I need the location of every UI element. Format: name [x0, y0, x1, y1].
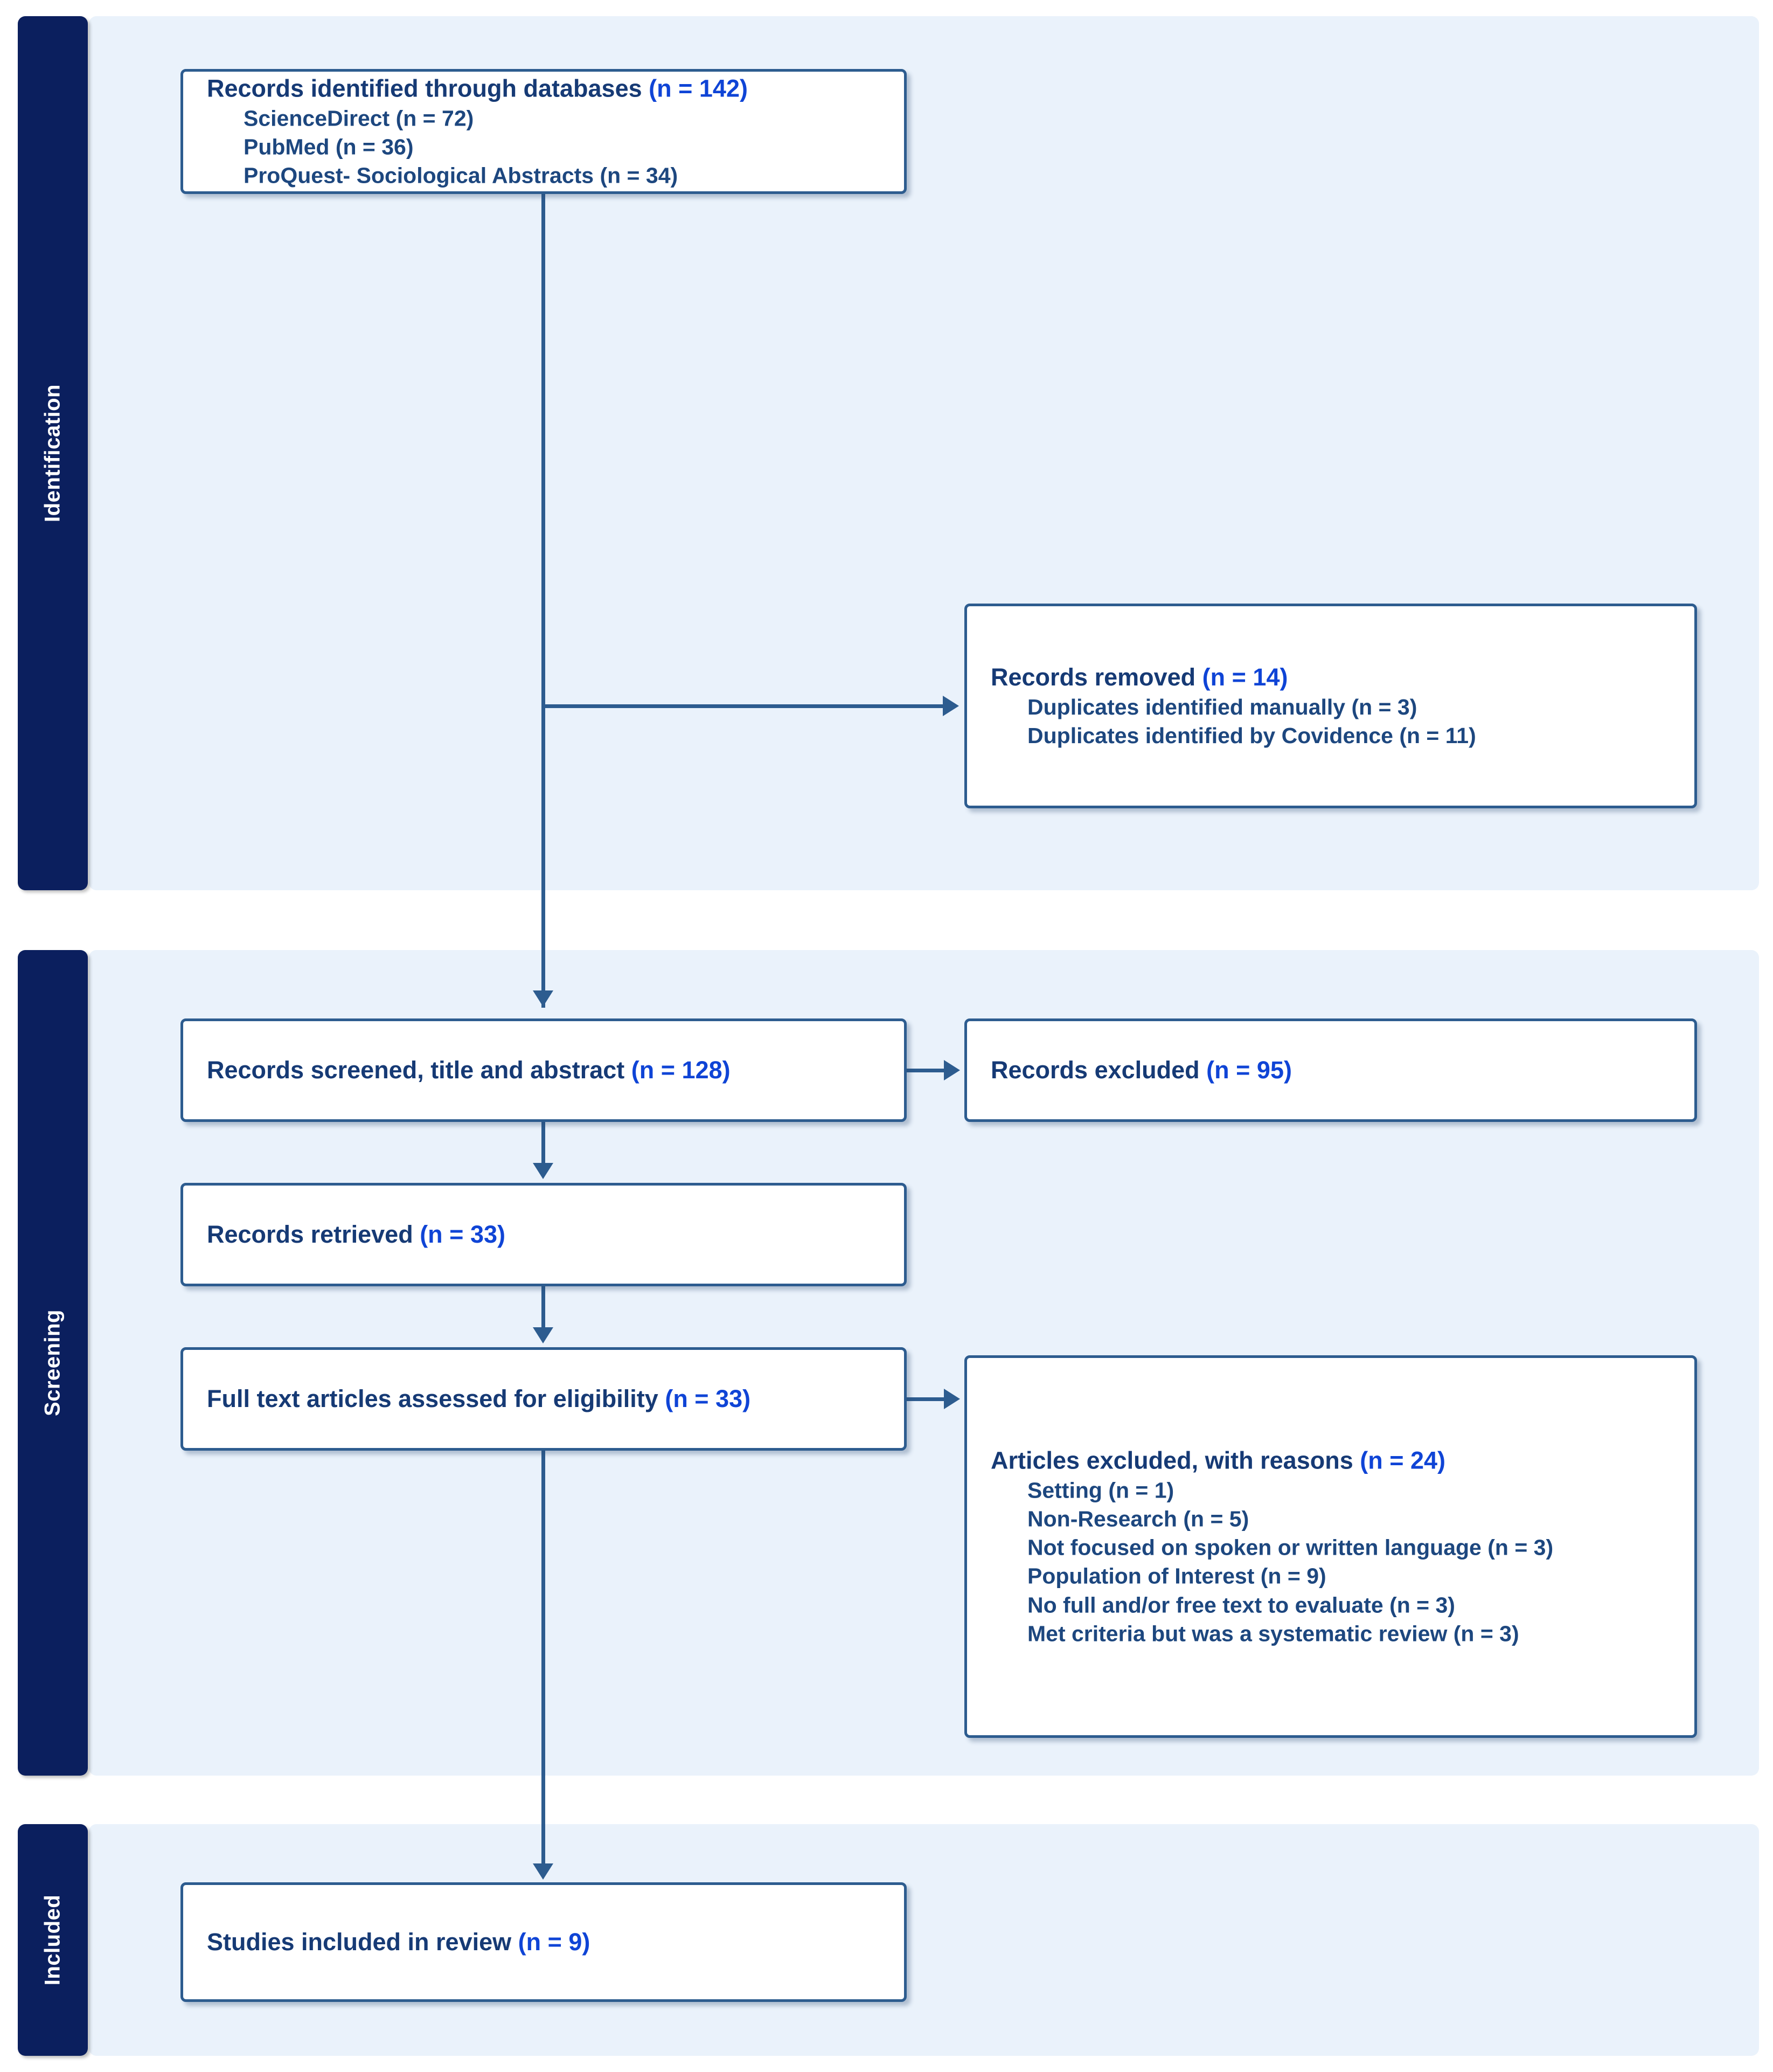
node-articles-excluded-subline: Non-Research (n = 5): [1027, 1506, 1249, 1532]
node-studies-included-content: Studies included in review (n = 9): [207, 1927, 891, 1958]
node-records-screened-heading: Records screened, title and abstract (n …: [207, 1056, 731, 1084]
node-records-identified-heading: Records identified through databases (n …: [207, 74, 748, 102]
stage-tab-screening: Screening: [18, 950, 88, 1776]
node-articles-excluded-subline: Met criteria but was a systematic review…: [1027, 1621, 1519, 1646]
node-records-removed-count: (n = 14): [1202, 663, 1288, 691]
node-records-removed-heading: Records removed (n = 14): [991, 663, 1288, 691]
node-full-text-assessed-content: Full text articles assessed for eligibil…: [207, 1383, 891, 1415]
node-records-identified-subline: ScienceDirect (n = 72): [244, 105, 474, 130]
stage-tab-label-screening: Screening: [40, 1309, 65, 1416]
node-articles-excluded-subline: Not focused on spoken or written languag…: [1027, 1535, 1554, 1560]
node-records-removed-subline: Duplicates identified manually (n = 3): [1027, 694, 1417, 719]
node-records-retrieved: Records retrieved (n = 33): [180, 1183, 907, 1286]
arrow-retrieved-to-fulltext: [533, 1327, 553, 1343]
stage-tab-identification: Identification: [18, 16, 88, 890]
node-studies-included-heading: Studies included in review (n = 9): [207, 1928, 590, 1956]
node-records-excluded-content: Records excluded (n = 95): [991, 1055, 1681, 1086]
connector-identified-to-removed: [541, 704, 943, 708]
node-records-excluded-heading: Records excluded (n = 95): [991, 1056, 1292, 1084]
node-records-removed-subline: Duplicates identified by Covidence (n = …: [1027, 723, 1476, 748]
node-studies-included-count: (n = 9): [518, 1928, 590, 1956]
connector-fulltext-to-articles-excluded: [907, 1397, 944, 1401]
arrow-screened-to-excluded: [944, 1060, 960, 1080]
node-articles-excluded-subline: Population of Interest (n = 9): [1027, 1563, 1326, 1589]
node-records-excluded: Records excluded (n = 95): [964, 1018, 1697, 1122]
arrow-fulltext-to-articles-excluded: [944, 1389, 960, 1409]
arrow-identified-to-screened: [533, 990, 553, 1007]
node-records-retrieved-heading: Records retrieved (n = 33): [207, 1221, 505, 1249]
node-articles-excluded-count: (n = 24): [1360, 1446, 1446, 1474]
arrow-identified-to-removed: [943, 696, 959, 716]
node-articles-excluded-heading: Articles excluded, with reasons (n = 24): [991, 1446, 1446, 1474]
arrow-screened-to-retrieved: [533, 1163, 553, 1179]
node-records-screened: Records screened, title and abstract (n …: [180, 1018, 907, 1122]
node-articles-excluded-content: Articles excluded, with reasons (n = 24)…: [991, 1445, 1681, 1648]
connector-identified-to-screened: [541, 194, 545, 1008]
node-records-screened-count: (n = 128): [631, 1056, 731, 1084]
node-records-identified-subline: PubMed (n = 36): [244, 134, 414, 160]
connector-retrieved-to-fulltext: [541, 1286, 545, 1328]
node-full-text-assessed: Full text articles assessed for eligibil…: [180, 1347, 907, 1451]
node-records-screened-content: Records screened, title and abstract (n …: [207, 1055, 891, 1086]
node-articles-excluded-subline: Setting (n = 1): [1027, 1477, 1174, 1502]
node-records-retrieved-count: (n = 33): [420, 1221, 505, 1249]
node-full-text-assessed-count: (n = 33): [665, 1385, 751, 1413]
connector-fulltext-to-included: [541, 1451, 545, 1876]
stage-tab-label-identification: Identification: [40, 384, 65, 522]
arrow-fulltext-to-included: [533, 1863, 553, 1880]
node-records-removed-content: Records removed (n = 14) Duplicates iden…: [991, 662, 1681, 750]
node-records-removed: Records removed (n = 14) Duplicates iden…: [964, 604, 1697, 808]
node-records-identified-subline: ProQuest- Sociological Abstracts (n = 34…: [244, 163, 678, 188]
stage-tab-included: Included: [18, 1824, 88, 2056]
node-records-identified-content: Records identified through databases (n …: [207, 73, 891, 190]
connector-screened-to-retrieved: [541, 1122, 545, 1164]
node-studies-included: Studies included in review (n = 9): [180, 1882, 907, 2002]
node-records-excluded-count: (n = 95): [1206, 1056, 1292, 1084]
node-records-identified-count: (n = 142): [649, 74, 748, 102]
node-records-retrieved-content: Records retrieved (n = 33): [207, 1219, 891, 1250]
stage-tab-label-included: Included: [40, 1894, 65, 1986]
node-full-text-assessed-heading: Full text articles assessed for eligibil…: [207, 1385, 751, 1413]
node-records-identified: Records identified through databases (n …: [180, 69, 907, 194]
node-articles-excluded-subline: No full and/or free text to evaluate (n …: [1027, 1592, 1455, 1618]
connector-screened-to-excluded: [907, 1069, 944, 1072]
node-articles-excluded: Articles excluded, with reasons (n = 24)…: [964, 1355, 1697, 1738]
